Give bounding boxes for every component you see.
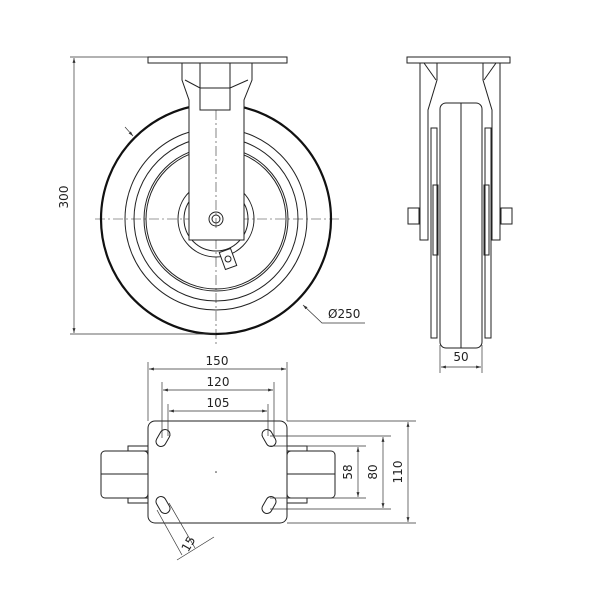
hole-spacing-small-dimension: 58: [341, 464, 355, 479]
side-top-plate: [406, 56, 511, 64]
slot-width-dimension: 15: [179, 534, 199, 554]
hole-spacing-inner-dimension: 105: [207, 396, 230, 410]
height-dimension: 300: [57, 186, 71, 209]
width-dimension: 50: [453, 350, 468, 364]
plate-width-dimension: 150: [206, 354, 229, 368]
front-view: 300 Ø250: [57, 56, 365, 345]
brake-lever: [218, 247, 238, 271]
hole-spacing-large-dimension: 80: [366, 464, 380, 479]
side-view: 50: [406, 56, 513, 373]
top-view: 150 120 105 58 80 110 15: [100, 354, 416, 561]
diameter-dimension: Ø250: [328, 307, 360, 321]
mounting-plate: [147, 420, 288, 524]
plate-length-dimension: 110: [391, 461, 405, 484]
mounting-slots: [155, 429, 277, 514]
side-nut-left: [407, 207, 420, 225]
top-plate: [147, 56, 288, 64]
hole-spacing-outer-dimension: 120: [207, 375, 230, 389]
side-nut-right: [500, 207, 513, 225]
